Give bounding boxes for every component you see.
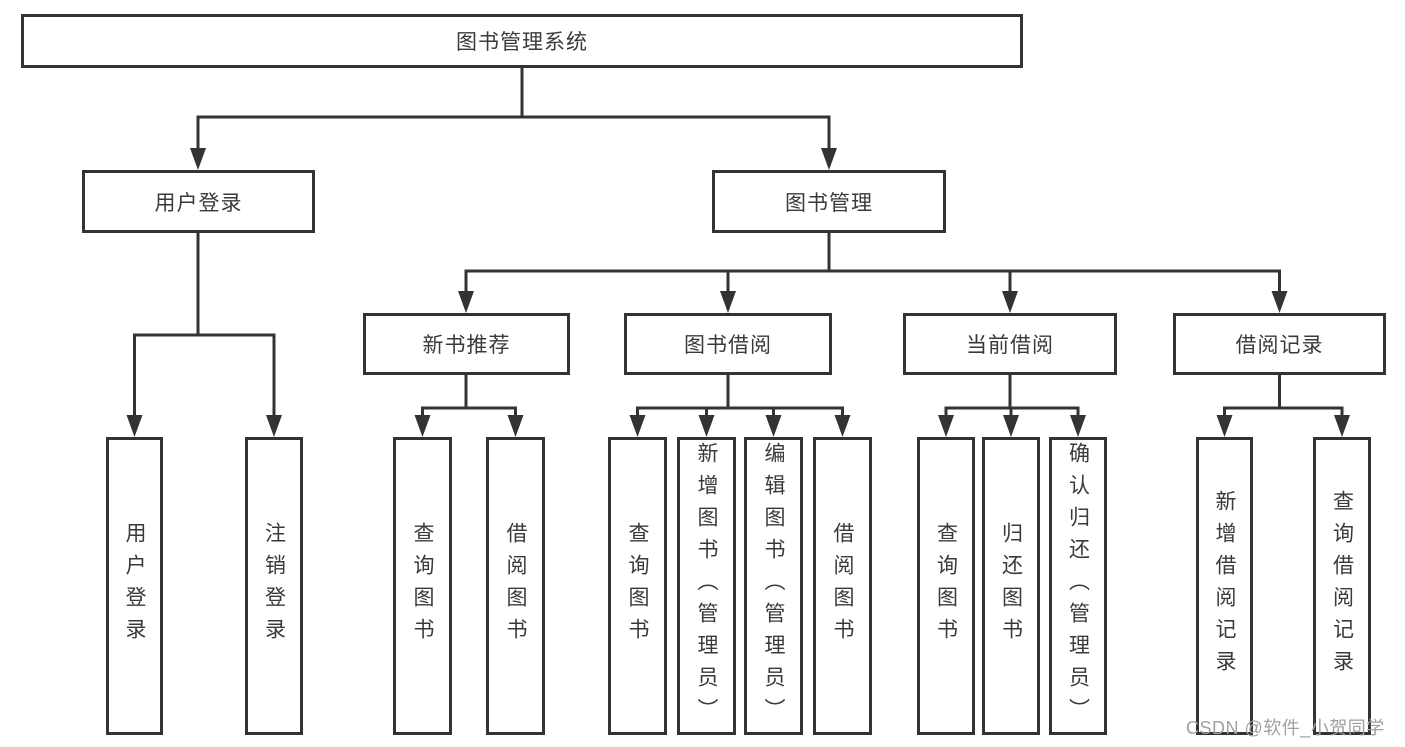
arrow-down-icon — [507, 415, 524, 437]
connector-current-borrow-children — [938, 373, 1086, 437]
node-label: 图书管理 — [785, 191, 873, 215]
node-leaf-edit-books-admin: 编辑图书（管理员） — [744, 437, 803, 735]
node-label: 借阅记录 — [1235, 334, 1324, 357]
node-label: 查询借阅记录 — [1330, 490, 1354, 682]
arrow-down-icon — [1271, 291, 1288, 313]
node-label: 新增图书（管理员） — [695, 442, 718, 730]
node-leaf-add-borrow-record: 新增借阅记录 — [1196, 437, 1253, 735]
csdn-watermark: CSDN @软件_小贺同学 — [1186, 718, 1385, 738]
arrow-down-icon — [1070, 415, 1086, 437]
node-label: 查询图书 — [626, 522, 649, 650]
node-book-management: 图书管理 — [712, 170, 946, 233]
connector-borrow-records-children — [1216, 373, 1350, 437]
node-borrowing-records: 借阅记录 — [1173, 313, 1386, 375]
arrow-down-icon — [126, 415, 143, 437]
node-label: 新书推荐 — [422, 334, 511, 357]
arrow-down-icon — [765, 415, 782, 437]
connector-book-mgmt-children — [458, 231, 1288, 313]
arrow-down-icon — [1002, 291, 1018, 313]
node-label: 用户登录 — [123, 522, 146, 650]
node-new-book-recommend: 新书推荐 — [363, 313, 570, 375]
node-leaf-logout: 注销登录 — [245, 437, 303, 735]
node-label: 查询图书 — [411, 522, 434, 650]
arrow-down-icon — [414, 415, 431, 437]
arrow-down-icon — [629, 415, 646, 437]
node-leaf-confirm-return-admin: 确认归还（管理员） — [1049, 437, 1107, 735]
node-label: 借阅图书 — [504, 522, 527, 650]
arrow-down-icon — [720, 291, 736, 313]
connector-user-login-children — [126, 231, 282, 437]
node-label: 编辑图书（管理员） — [762, 442, 785, 730]
connector-root-to-level2 — [190, 66, 837, 170]
node-label: 当前借阅 — [966, 334, 1054, 357]
arrow-down-icon — [698, 415, 715, 437]
node-label: 图书管理系统 — [456, 31, 588, 54]
arrow-down-icon — [1334, 415, 1350, 437]
arrow-down-icon — [938, 415, 954, 437]
node-current-borrowing: 当前借阅 — [903, 313, 1117, 375]
node-label: 归还图书 — [999, 522, 1023, 650]
node-leaf-user-login: 用户登录 — [106, 437, 163, 735]
node-leaf-query-borrow-record: 查询借阅记录 — [1313, 437, 1371, 735]
node-label: 用户登录 — [154, 191, 243, 215]
node-label: 图书借阅 — [684, 334, 772, 357]
connector-new-book-children — [414, 373, 524, 437]
node-leaf-query-books: 查询图书 — [608, 437, 667, 735]
node-label: 注销登录 — [262, 522, 286, 650]
node-user-login: 用户登录 — [82, 170, 315, 233]
arrow-down-icon — [1216, 415, 1233, 437]
node-book-borrowing: 图书借阅 — [624, 313, 832, 375]
node-label: 确认归还（管理员） — [1066, 442, 1090, 730]
arrow-down-icon — [458, 291, 474, 313]
node-leaf-add-books-admin: 新增图书（管理员） — [677, 437, 736, 735]
connector-book-borrow-children — [629, 373, 851, 437]
node-label: 新增借阅记录 — [1213, 490, 1236, 682]
arrow-down-icon — [821, 148, 837, 170]
arrow-down-icon — [1003, 415, 1019, 437]
node-label: 借阅图书 — [831, 522, 854, 650]
node-leaf-return-books: 归还图书 — [982, 437, 1040, 735]
arrow-down-icon — [834, 415, 851, 437]
node-label: 查询图书 — [934, 522, 958, 650]
arrow-down-icon — [266, 415, 282, 437]
node-leaf-borrow-books: 借阅图书 — [486, 437, 545, 735]
arrow-down-icon — [190, 148, 206, 170]
node-leaf-query-books: 查询图书 — [917, 437, 975, 735]
node-leaf-borrow-books: 借阅图书 — [813, 437, 872, 735]
node-book-management-system: 图书管理系统 — [21, 14, 1023, 68]
node-leaf-query-books: 查询图书 — [393, 437, 452, 735]
